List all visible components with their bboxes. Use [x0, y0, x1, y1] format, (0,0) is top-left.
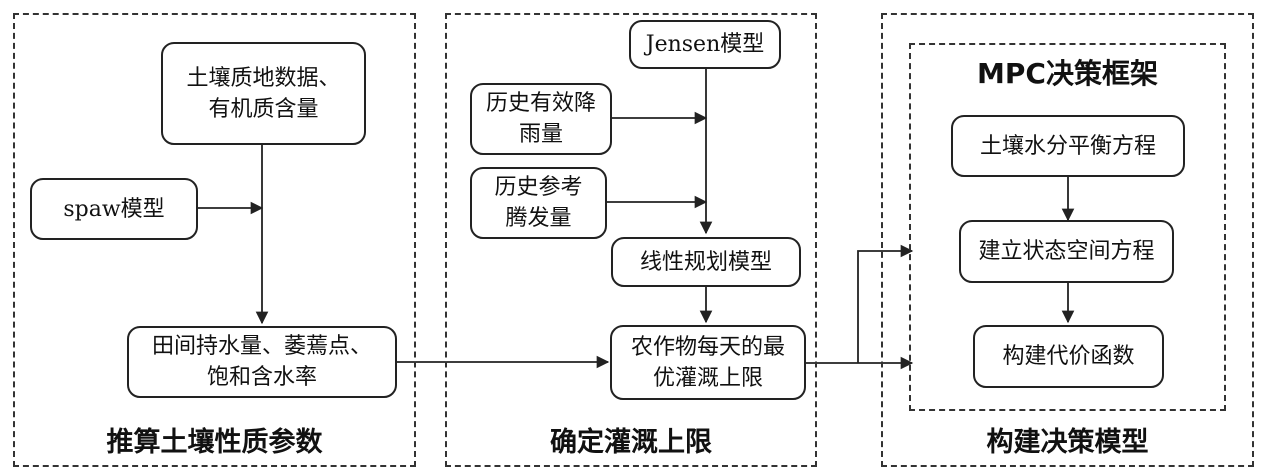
panel-mpc-framework: [909, 43, 1226, 411]
box-spaw-model: spaw模型: [30, 178, 198, 240]
arrow-upper-to-mpc-branch: [857, 244, 914, 363]
panel-irrigation-limit: [445, 13, 817, 467]
mpc-framework-title: MPC决策框架: [977, 57, 1158, 90]
box-state-space-equation: 建立状态空间方程: [959, 220, 1174, 283]
panel-title-irrigation-limit: 确定灌溉上限: [550, 427, 712, 458]
panel-title-soil-parameters: 推算土壤性质参数: [106, 427, 323, 458]
box-linear-programming: 线性规划模型: [611, 237, 801, 287]
box-cost-function: 构建代价函数: [973, 325, 1164, 388]
box-historical-rainfall: 历史有效降雨量: [470, 83, 612, 155]
box-soil-water-balance: 土壤水分平衡方程: [951, 115, 1185, 177]
box-soil-texture-data: 土壤质地数据、有机质含量: [161, 42, 366, 145]
box-daily-irrigation-upper: 农作物每天的最优灌溉上限: [610, 325, 806, 400]
panel-decision-model: [881, 13, 1254, 467]
panel-soil-parameters: [13, 13, 416, 467]
box-historical-et: 历史参考腾发量: [470, 167, 607, 239]
panel-title-decision-model: 构建决策模型: [986, 427, 1149, 458]
box-soil-water-params: 田间持水量、萎蔫点、饱和含水率: [127, 326, 397, 398]
box-jensen-model: Jensen模型: [629, 20, 781, 69]
